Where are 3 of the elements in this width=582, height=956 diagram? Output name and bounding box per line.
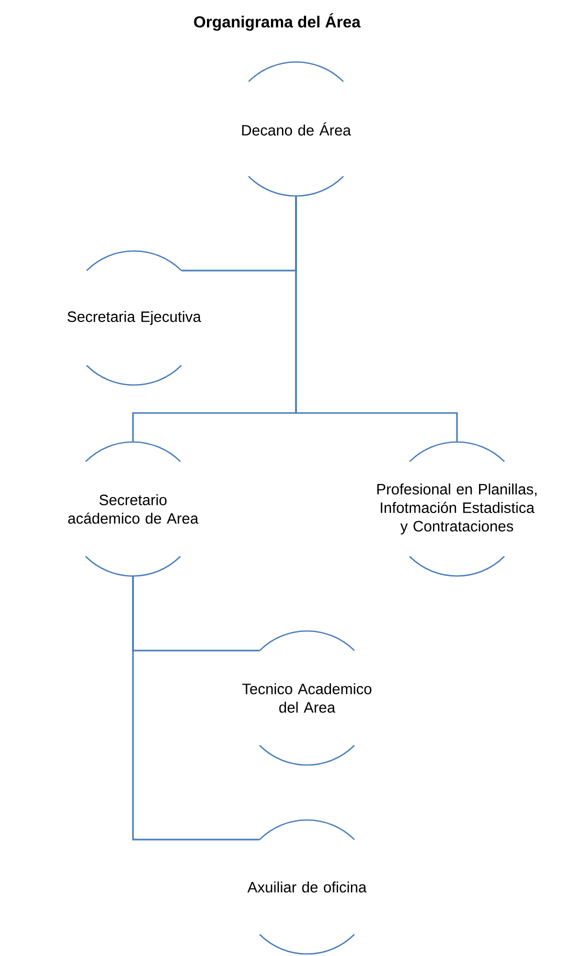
title: Organigrama del Área bbox=[194, 13, 361, 31]
connector-line bbox=[132, 576, 260, 840]
connector-line bbox=[295, 196, 458, 442]
